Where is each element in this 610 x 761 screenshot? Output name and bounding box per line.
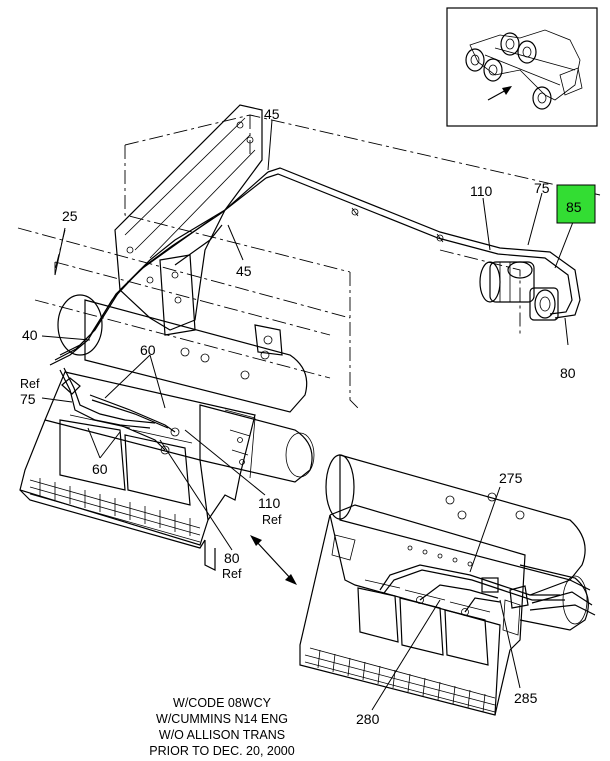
callout-60-upper: 60 — [140, 342, 156, 358]
callout-ref-75: Ref — [20, 377, 40, 391]
callout-280: 280 — [356, 711, 380, 727]
caption-line-3: W/O ALLISON TRANS — [159, 728, 285, 742]
callout-285: 285 — [514, 690, 538, 706]
battery-cables-front — [59, 367, 180, 455]
callout-80-lower: 80 — [224, 550, 240, 566]
frame-rails — [17, 114, 601, 411]
air-lines — [49, 167, 581, 366]
leader-lines — [41, 119, 574, 711]
callout-275: 275 — [499, 470, 523, 486]
diagram-caption: W/CODE 08WCY W/CUMMINS N14 ENG W/O ALLIS… — [149, 696, 294, 758]
caption-line-1: W/CODE 08WCY — [173, 696, 272, 710]
callout-110-upper: 110 — [470, 183, 493, 199]
locator-inset — [446, 7, 598, 127]
battery-box-front — [19, 371, 256, 571]
inset-arrow — [487, 86, 512, 101]
air-dryer-assembly — [479, 261, 559, 321]
callout-75-lower: 75 — [20, 391, 36, 407]
caption-line-4: PRIOR TO DEC. 20, 2000 — [149, 744, 294, 758]
step-tread-front — [29, 478, 201, 543]
step-tread-detail — [304, 647, 496, 713]
callout-ref-110: Ref — [262, 513, 282, 527]
caption-line-2: W/CUMMINS N14 ENG — [156, 712, 288, 726]
callout-ref-80: Ref — [222, 567, 242, 581]
callout-110-lower: 110 — [258, 495, 281, 511]
battery-cables-detail — [379, 564, 596, 616]
callout-40: 40 — [22, 327, 38, 343]
callout-80-upper: 80 — [560, 365, 576, 381]
callout-85: 85 — [566, 199, 582, 215]
callout-60-lower: 60 — [92, 461, 108, 477]
view-transfer-arrow — [250, 535, 297, 585]
callout-45-upper: 45 — [264, 106, 280, 122]
frame-bracket — [114, 104, 263, 336]
inset-chassis — [465, 29, 583, 110]
air-tanks-front — [57, 294, 315, 483]
callout-labels: 45 45 25 110 75 85 80 40 60 Ref 75 60 11… — [20, 106, 582, 727]
callout-45-lower: 45 — [236, 263, 252, 279]
callout-25: 25 — [62, 208, 78, 224]
highlight-box-85 — [556, 184, 596, 224]
callout-75-upper: 75 — [534, 180, 550, 196]
battery-box-detail — [299, 504, 526, 716]
